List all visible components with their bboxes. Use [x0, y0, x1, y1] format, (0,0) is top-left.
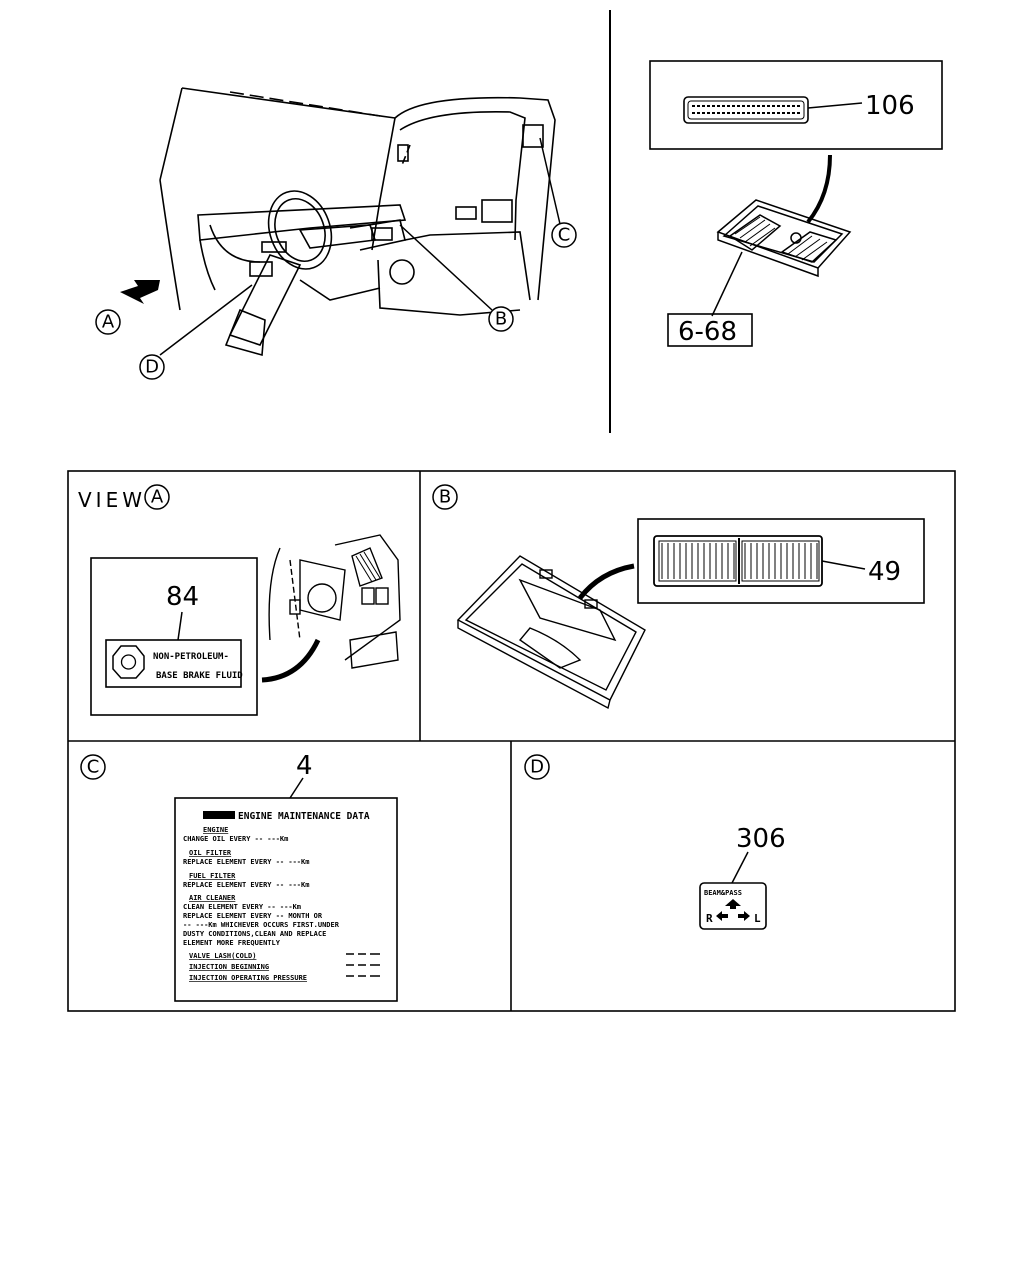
- cab-overview: [159, 87, 556, 357]
- svg-text:C: C: [87, 757, 100, 778]
- svg-text:VALVE LASH(COLD): VALVE LASH(COLD): [189, 952, 256, 960]
- svg-text:ENGINE: ENGINE: [203, 826, 228, 834]
- svg-text:B: B: [495, 309, 507, 330]
- svg-text:REPLACE ELEMENT EVERY -- ---Km: REPLACE ELEMENT EVERY -- ---Km: [183, 858, 309, 866]
- ref-4: 4: [296, 751, 313, 781]
- view-direction-arrow: [120, 280, 160, 304]
- svg-text:D: D: [530, 757, 544, 778]
- svg-text:L: L: [754, 912, 761, 925]
- view-b-marker: B: [432, 484, 458, 510]
- svg-text:ENGINE MAINTENANCE DATA: ENGINE MAINTENANCE DATA: [238, 811, 370, 822]
- svg-text:CHANGE OIL EVERY -- ---Km: CHANGE OIL EVERY -- ---Km: [183, 835, 288, 843]
- ref-49: 49: [868, 557, 901, 587]
- svg-text:BEAM&PASS: BEAM&PASS: [704, 889, 742, 897]
- ref-306: 306: [736, 824, 786, 854]
- view-d-marker: D: [524, 754, 550, 780]
- svg-text:REPLACE ELEMENT EVERY -- ---Km: REPLACE ELEMENT EVERY -- ---Km: [183, 881, 309, 889]
- svg-text:OIL FILTER: OIL FILTER: [189, 849, 232, 857]
- marker-d: D: [139, 354, 165, 380]
- filter-grille-label: [653, 535, 823, 587]
- svg-text:BASE BRAKE FLUID: BASE BRAKE FLUID: [156, 671, 243, 681]
- panel-grid: [67, 470, 956, 1012]
- svg-text:A: A: [151, 487, 164, 508]
- brake-reservoir-area: [268, 534, 401, 669]
- svg-text:VIEW: VIEW: [78, 488, 146, 512]
- marker-c: C: [551, 222, 577, 248]
- dome-warning-label: [683, 96, 809, 124]
- svg-text:INJECTION BEGINNING: INJECTION BEGINNING: [189, 963, 269, 971]
- svg-text:INJECTION OPERATING PRESSURE: INJECTION OPERATING PRESSURE: [189, 974, 307, 982]
- engine-maintenance-sheet: ENGINE MAINTENANCE DATA ENGINE CHANGE OI…: [174, 797, 398, 1002]
- marker-b: B: [488, 306, 514, 332]
- svg-text:A: A: [102, 312, 115, 333]
- svg-text:DUSTY CONDITIONS,CLEAN AND REP: DUSTY CONDITIONS,CLEAN AND REPLACE: [183, 930, 326, 938]
- dome-lamp: [716, 199, 852, 278]
- svg-text:NON-PETROLEUM-: NON-PETROLEUM-: [153, 652, 229, 662]
- svg-text:B: B: [439, 487, 451, 508]
- brake-fluid-label: NON-PETROLEUM- BASE BRAKE FLUID: [105, 639, 243, 688]
- ref-106: 106: [865, 91, 915, 121]
- glovebox-lid: [456, 555, 646, 710]
- ref-6-68-box: 6-68: [667, 313, 753, 347]
- svg-text:REPLACE ELEMENT EVERY -- MONTH: REPLACE ELEMENT EVERY -- MONTH OR: [183, 912, 323, 920]
- svg-text:R: R: [706, 912, 713, 925]
- svg-text:CLEAN ELEMENT EVERY -- ---Km: CLEAN ELEMENT EVERY -- ---Km: [183, 903, 301, 911]
- view-c-marker: C: [80, 754, 106, 780]
- view-a-title: VIEW A: [78, 484, 170, 512]
- svg-text:6-68: 6-68: [678, 317, 737, 347]
- svg-text:AIR CLEANER: AIR CLEANER: [189, 894, 236, 902]
- beam-pass-switch-label: BEAM&PASS R L: [699, 882, 767, 930]
- svg-text:D: D: [145, 357, 159, 378]
- svg-text:-- ---Km WHICHEVER OCCURS FIRS: -- ---Km WHICHEVER OCCURS FIRST.UNDER: [183, 921, 340, 929]
- svg-text:ELEMENT MORE FREQUENTLY: ELEMENT MORE FREQUENTLY: [183, 939, 281, 947]
- marker-a: A: [95, 309, 121, 335]
- svg-text:C: C: [558, 225, 571, 246]
- ref-84: 84: [166, 582, 199, 612]
- svg-text:FUEL FILTER: FUEL FILTER: [189, 872, 236, 880]
- dome-label-box: [649, 60, 943, 150]
